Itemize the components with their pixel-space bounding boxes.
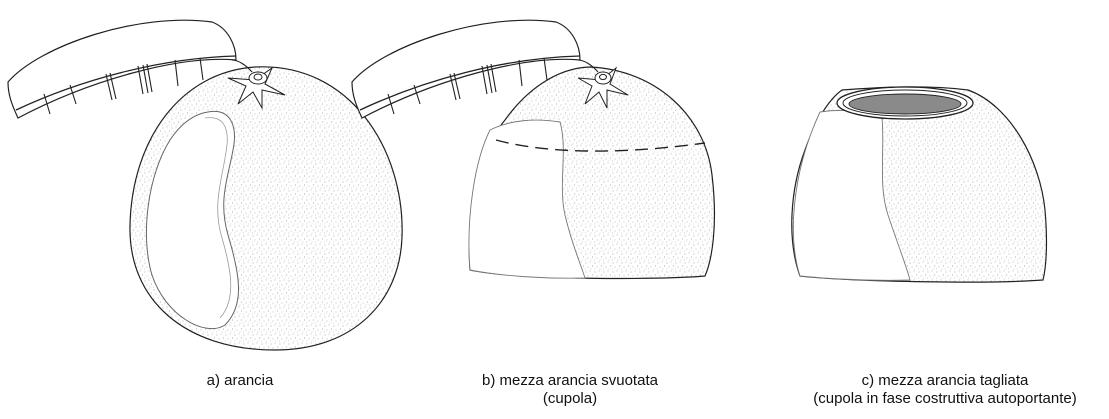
caption-c-line1: c) mezza arancia tagliata <box>780 372 1109 390</box>
caption-a: a) arancia <box>150 372 330 390</box>
caption-c-line2: (cupola in fase costruttiva autoportante… <box>780 390 1109 408</box>
cut-surface <box>849 94 961 114</box>
caption-b: b) mezza arancia svuotata (cupola) <box>450 372 690 408</box>
caption-b-line2: (cupola) <box>450 390 690 408</box>
figure-c-cut-dome <box>792 87 1047 282</box>
caption-b-line1: b) mezza arancia svuotata <box>450 372 690 390</box>
figure-a-orange <box>8 20 402 350</box>
caption-c: c) mezza arancia tagliata (cupola in fas… <box>780 372 1109 408</box>
figure-b-dome <box>352 20 714 278</box>
caption-a-line1: a) arancia <box>150 372 330 390</box>
